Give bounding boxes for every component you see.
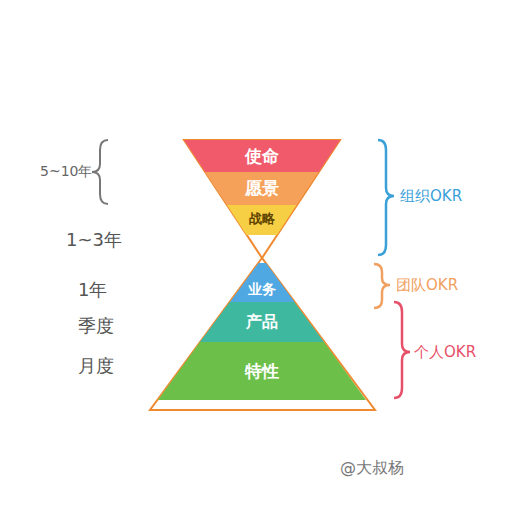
org-okr-brace [378, 140, 394, 255]
band-label: 战略 [249, 212, 275, 225]
bottom-triangle-outline [150, 258, 375, 410]
okr-level-label: 团队OKR [396, 277, 458, 294]
okr-level-label: 组织OKR [400, 188, 462, 205]
band-fill [227, 205, 296, 235]
top-triangle-outline [184, 140, 340, 258]
band-fill [158, 342, 366, 400]
team-okr-brace [374, 264, 390, 308]
band-label: 产品 [246, 314, 278, 330]
product-band: 产品 [200, 302, 324, 342]
time-label: 1~3年 [66, 230, 122, 250]
vision-band: 愿景 [205, 172, 318, 205]
band-fill [184, 140, 340, 172]
watermark: @大叔杨 [340, 459, 404, 477]
time-label: 月度 [78, 356, 114, 376]
band-label: 业务 [248, 282, 276, 296]
band-fill [205, 172, 318, 205]
band-fill [200, 302, 324, 342]
band-label: 愿景 [245, 180, 279, 197]
feature-band: 特性 [158, 342, 366, 400]
time-label: 5~10年 [40, 164, 92, 179]
strategy-band: 战略 [227, 205, 296, 235]
personal-okr-brace [394, 302, 410, 398]
time-label: 1年 [78, 280, 107, 300]
time-brace [92, 140, 108, 204]
band-fill [230, 263, 295, 302]
time-label: 季度 [78, 316, 114, 336]
okr-level-label: 个人OKR [414, 344, 476, 361]
business-band: 业务 [230, 263, 295, 302]
band-label: 特性 [245, 363, 279, 380]
band-label: 使命 [245, 148, 279, 165]
mission-band: 使命 [184, 140, 340, 172]
